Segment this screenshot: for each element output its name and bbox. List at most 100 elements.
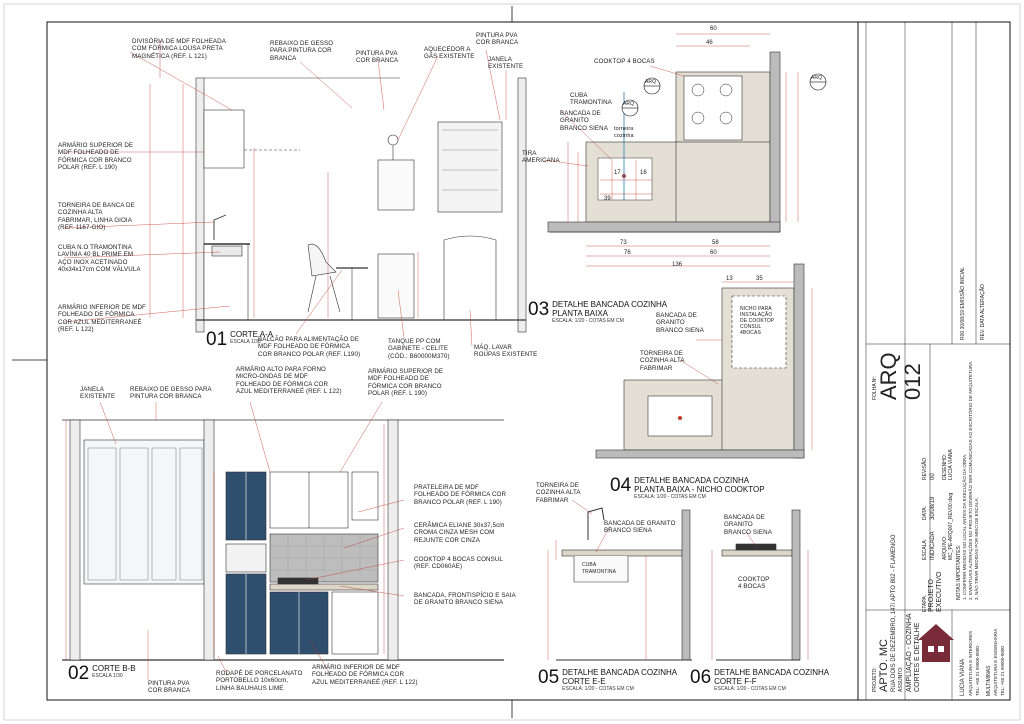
label-janela-a: JANELA EXISTENTE xyxy=(488,56,524,71)
label-cuba-a: CUBA N.O TRAMONTINA LAVÍNIA 40 BL PRIME … xyxy=(58,244,141,274)
title-view-03: 03 DETALHE BANCADA COZINHA PLANTA BAIXA … xyxy=(528,300,698,324)
callout-arq-2: ARQ xyxy=(645,79,657,85)
label-tanque: TANQUE PP COM GABINETE - CELITE (CÓD.: B… xyxy=(388,338,450,360)
tb-rev-row: R00 30/08/19 EMISSÃO INICIAL xyxy=(960,266,966,340)
tb-firm2-name: MULTIMINAS xyxy=(986,665,992,696)
title-view-05: 05 DETALHE BANCADA COZINHA CORTE E-E ESC… xyxy=(538,668,698,692)
firm-logo xyxy=(918,624,954,662)
title-view-06: 06 DETALHE BANCADA COZINHA CORTE F-F ESC… xyxy=(690,668,850,692)
view-06-title: DETALHE BANCADA COZINHA CORTE F-F xyxy=(714,668,830,686)
tb-subject-label: ASSUNTO: xyxy=(898,666,904,692)
view-01-section xyxy=(63,40,527,347)
tb-note-2: 2. EVENTUAIS ALTERAÇÕES NO PROJETO DEVER… xyxy=(968,360,973,600)
sheet-border xyxy=(3,3,1021,721)
dim-v03-46: 46 xyxy=(706,40,713,46)
view-05-scale: ESCALA: 1/20 - COTAS EM CM xyxy=(562,686,634,692)
view-03-scale: ESCALA: 1/20 - COTAS EM CM xyxy=(552,318,624,324)
label-cuba-e: CUBA TRAMONTINA xyxy=(582,562,617,576)
label-divisoria: DIVISÓRIA DE MDF FOLHEADA COM FÓRMICA LO… xyxy=(132,38,226,60)
view-01-number: 01 xyxy=(206,329,228,350)
view-04-plan xyxy=(595,263,813,459)
label-balcao: BALCÃO PARA ALIMENTAÇÃO DE MDF FOLHEADO … xyxy=(258,336,361,358)
title-view-02: 02 CORTE B-B ESCALA 1/30 xyxy=(68,664,148,683)
title-view-04: 04 DETALHE BANCADA COZINHA PLANTA BAIXA … xyxy=(610,476,810,500)
tb-firm-tel: TEL: +55 21 99000-0000 xyxy=(975,646,980,696)
label-rebaixo-gesso-b: REBAIXO DE GESSO PARA PINTURA COR BRANCA xyxy=(130,386,212,401)
view-03-number: 03 xyxy=(528,299,550,320)
label-armario-alto: ARMÁRIO ALTO PARA FORNO MICRO-ONDAS DE M… xyxy=(236,366,342,396)
tb-note-1: 1. CONFERIR MEDIDAS NO LOCAL ANTES DA EX… xyxy=(962,453,967,600)
tb-date: 30/08/19 xyxy=(930,496,936,520)
tb-firm2-sub: ARQUITETURA E ENGENHARIA xyxy=(993,628,998,696)
tb-firm-name: LUCIA VIANA xyxy=(960,658,966,696)
view-05-title: DETALHE BANCADA COZINHA CORTE E-E xyxy=(562,668,678,686)
view-06-section xyxy=(711,509,809,661)
label-torneira-a: TORNEIRA DE BANCA DE COZINHA ALTA FABRIM… xyxy=(58,202,135,232)
tb-project: APTO. MC xyxy=(878,639,890,692)
tb-subject-1: AMPLIAÇÃO - COZINHA xyxy=(906,613,913,692)
view-02-number: 02 xyxy=(68,663,90,684)
label-aquecedor: AQUECEDOR A GÁS EXISTENTE xyxy=(424,46,475,61)
view-02-section xyxy=(62,401,504,680)
dim-v03-16: 16 xyxy=(640,170,647,176)
title-block xyxy=(865,22,1010,700)
tb-file: MC_PE-ARQ007_REV00.dwg xyxy=(948,492,954,560)
label-armario-superior-b: ARMÁRIO SUPERIOR DE MDF FOLHEADO DE FÓRM… xyxy=(368,368,444,398)
view-03-title: DETALHE BANCADA COZINHA PLANTA BAIXA xyxy=(552,300,668,318)
label-cooktop-c: COOKTOP 4 BOCAS xyxy=(594,58,655,65)
dim-v03-73: 73 xyxy=(620,240,627,246)
label-bancada-d: BANCADA DE GRANITO BRANCO SIENA xyxy=(656,312,704,334)
label-bancada-c: BANCADA DE GRANITO BRANCO SIENA xyxy=(560,110,608,132)
dim-v03-76: 76 xyxy=(624,250,631,256)
dim-v03-136: 136 xyxy=(672,262,683,268)
label-bancada-b: BANCADA, FRONTISPÍCIO E SAIA DE GRANITO … xyxy=(414,592,516,607)
view-01-title: CORTE A-A xyxy=(230,330,274,339)
view-03-plan xyxy=(543,33,827,267)
label-tira-americana: TIRA AMERICANA xyxy=(522,150,560,165)
view-06-scale: ESCALA: 1/20 - COTAS EM CM xyxy=(714,686,786,692)
dim-v03-58: 58 xyxy=(712,240,719,246)
view-04-title: DETALHE BANCADA COZINHA PLANTA BAIXA - N… xyxy=(634,476,765,494)
tb-revision-label: REVISÃO: xyxy=(922,456,928,480)
view-05-number: 05 xyxy=(538,667,560,688)
view-06-number: 06 xyxy=(690,667,712,688)
view-02-scale: ESCALA 1/30 xyxy=(92,673,123,679)
label-pintura-pva-a1: PINTURA PVA COR BRANCA xyxy=(356,50,399,65)
tb-rev-head: REV. DATA ALTERAÇÃO xyxy=(980,284,986,340)
tb-stage-1: PROJETO xyxy=(928,579,935,612)
view-04-number: 04 xyxy=(610,475,632,496)
tb-sheet-num: 012 xyxy=(900,363,925,400)
tb-drawn: LUCIA VIANA xyxy=(948,449,954,480)
label-pintura-pva-b: PINTURA PVA COR BRANCA xyxy=(148,680,191,695)
label-torneira-c: torneira cozinha xyxy=(614,126,634,140)
title-view-01: 01 CORTE A-A ESCALA 1/30 xyxy=(206,330,306,349)
dim-v03-60b: 60 xyxy=(710,250,717,256)
tb-subject-2: CORTES E DETALHE xyxy=(914,622,921,692)
tb-firm2-tel: TEL: +55 21 99000-0000 xyxy=(1000,646,1005,696)
label-prateleira: PRATELEIRA DE MDF FOLHEADO DE FÓRMICA CO… xyxy=(414,484,507,506)
tb-note-3: 3. NÃO TIRAR MEDIDAS POR MEIO DE ESCALA. xyxy=(974,497,979,600)
tb-address: RUA DOIS DE DEZEMBRO, 147/ APTO 802 - FL… xyxy=(891,534,897,692)
label-armario-superior-a: ARMÁRIO SUPERIOR DE MDF FOLHEADO DE FÓRM… xyxy=(58,142,134,172)
dim-v03-60: 60 xyxy=(710,26,717,32)
label-torneira-d: TORNEIRA DE COZINHA ALTA FABRIMAR xyxy=(640,350,685,372)
label-pintura-pva-a2: PINTURA PVA COR BRANCA xyxy=(476,32,519,47)
view-01-scale: ESCALA 1/30 xyxy=(230,339,261,345)
callout-arq-3: ARQ xyxy=(811,75,823,81)
label-rodape: RODAPÉ DE PORCELANATO PORTOBELLO 10x60cm… xyxy=(216,670,303,692)
label-bancada-f: BANCADA DE GRANITO BRANCO SIENA xyxy=(724,514,772,536)
label-nicho: NICHO PARA INSTALAÇÃO DE COOKTOP CONSUL … xyxy=(740,306,775,336)
tb-sheet-code: ARQ xyxy=(876,352,901,400)
label-torneira-e: TORNEIRA DE COZINHA ALTA FABRIMAR xyxy=(536,482,581,504)
tb-stage-2: EXECUTIVO xyxy=(936,571,943,612)
dim-v04-35: 35 xyxy=(756,276,763,282)
view-05-section xyxy=(547,499,692,661)
label-ceramica: CERÂMICA ELIANE 30x37,5cm CROMA CINZA ME… xyxy=(414,522,505,544)
callout-arq-1: ARQ xyxy=(623,101,635,107)
view-04-scale: ESCALA: 1/20 - COTAS EM CM xyxy=(634,494,706,500)
label-bancada-e: BANCADA DE GRANITO BRANCO SIENA xyxy=(604,520,676,535)
tb-scale-label: ESCALA: xyxy=(922,538,928,560)
label-maq-lavar: MÁQ. LAVAR ROUPAS EXISTENTE xyxy=(474,344,538,359)
